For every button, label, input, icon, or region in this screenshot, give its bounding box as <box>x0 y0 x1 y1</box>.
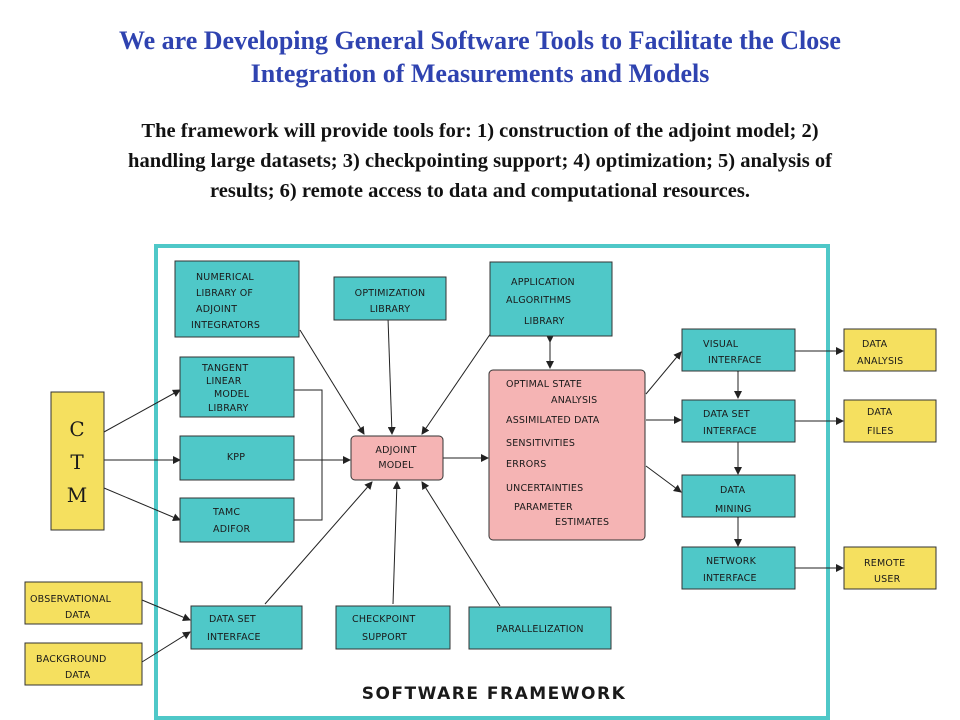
checkpoint-support-box: CHECKPOINT SUPPORT <box>335 605 451 650</box>
title-line-1: We are Developing General Software Tools… <box>119 26 841 55</box>
optimal-state-box: OPTIMAL STATE ANALYSIS ASSIMILATED DATA … <box>488 369 646 541</box>
box-label: ADJOINT <box>196 304 237 315</box>
box-label: BACKGROUND <box>36 654 107 665</box>
box-label: ERRORS <box>506 459 547 470</box>
box-label: APPLICATION <box>511 277 575 288</box>
optimization-library-box: OPTIMIZATION LIBRARY <box>333 276 447 321</box>
subtitle-line-1: The framework will provide tools for: 1)… <box>141 120 819 142</box>
adjoint-model-box: ADJOINT MODEL <box>350 435 444 481</box>
box-label: MODEL <box>378 460 414 471</box>
box-label: PARAMETER <box>514 502 573 513</box>
box-label: PARALLELIZATION <box>496 624 583 635</box>
box-label: DATA <box>65 610 91 621</box>
box-label: UNCERTAINTIES <box>506 483 583 494</box>
box-label: VISUAL <box>703 339 739 350</box>
box-label: SENSITIVITIES <box>506 438 575 449</box>
page-subtitle: The framework will provide tools for: 1)… <box>20 116 940 206</box>
box-label: KPP <box>227 452 245 463</box>
page-title: We are Developing General Software Tools… <box>20 24 940 90</box>
tangent-linear-box: TANGENT LINEAR MODEL LIBRARY <box>179 356 295 418</box>
application-library-box: APPLICATION ALGORITHMS LIBRARY <box>489 261 613 337</box>
connector-lines <box>103 317 844 663</box>
data-set-interface-right-box: DATA SET INTERFACE <box>681 399 796 443</box>
data-set-interface-bottom-box: DATA SET INTERFACE <box>190 605 303 650</box>
box-label: LIBRARY <box>370 304 411 315</box>
ctm-box: C T M <box>50 391 105 531</box>
box-label: DATA <box>65 670 91 681</box>
box-label: ESTIMATES <box>555 517 609 528</box>
box-label: LIBRARY <box>208 403 249 414</box>
box-label: NETWORK <box>706 556 757 567</box>
box-label: ADIFOR <box>213 524 251 535</box>
numerical-library-box: NUMERICAL LIBRARY OF ADJOINT INTEGRATORS <box>174 260 300 338</box>
box-label: TAMC <box>212 507 240 518</box>
box-label: ANALYSIS <box>551 395 597 406</box>
box-label: DATA SET <box>703 409 750 420</box>
box-label: OPTIMAL STATE <box>506 379 582 390</box>
data-mining-box: DATA MINING <box>681 474 796 518</box>
box-label: DATA <box>862 339 888 350</box>
box-label: INTERFACE <box>708 355 762 366</box>
remote-user-box: REMOTE USER <box>843 546 937 590</box>
box-label: LIBRARY <box>524 316 565 327</box>
ctm-letter-m: M <box>67 483 87 507</box>
box-label: LINEAR <box>206 376 242 387</box>
subtitle-line-2: handling large datasets; 3) checkpointin… <box>128 150 832 172</box>
data-files-box: DATA FILES <box>843 399 937 443</box>
box-label: USER <box>874 574 901 585</box>
box-label: DATA SET <box>209 614 256 625</box>
tamc-adifor-box: TAMC ADIFOR <box>179 497 295 543</box>
visual-interface-box: VISUAL INTERFACE <box>681 328 796 372</box>
box-label: MINING <box>715 504 752 515</box>
box-label: DATA <box>867 407 893 418</box>
background-data-box: BACKGROUND DATA <box>24 642 143 686</box>
kpp-box: KPP <box>179 435 295 481</box>
box-label: REMOTE <box>864 558 905 569</box>
box-label: ADJOINT <box>375 445 416 456</box>
box-label: DATA <box>720 485 746 496</box>
box-label: CHECKPOINT <box>352 614 416 625</box>
network-interface-box: NETWORK INTERFACE <box>681 546 796 590</box>
box-label: INTEGRATORS <box>191 320 260 331</box>
framework-label: SOFTWARE FRAMEWORK <box>362 684 627 704</box>
subtitle-line-3: results; 6) remote access to data and co… <box>210 180 750 202</box>
box-label: ANALYSIS <box>857 356 903 367</box>
title-line-2: Integration of Measurements and Models <box>250 59 710 88</box>
box-label: NUMERICAL <box>196 272 254 283</box>
box-label: SUPPORT <box>362 632 407 643</box>
box-label: ASSIMILATED DATA <box>506 415 600 426</box>
box-label: INTERFACE <box>207 632 261 643</box>
data-analysis-box: DATA ANALYSIS <box>843 328 937 372</box>
box-label: FILES <box>867 426 894 437</box>
box-label: OBSERVATIONAL <box>30 594 112 605</box>
box-label: OPTIMIZATION <box>355 288 426 299</box>
parallelization-box: PARALLELIZATION <box>468 606 612 650</box>
observational-data-box: OBSERVATIONAL DATA <box>24 581 143 625</box>
ctm-letter-t: T <box>70 450 84 474</box>
ctm-letter-c: C <box>69 417 84 441</box>
box-label: INTERFACE <box>703 573 757 584</box>
box-label: LIBRARY OF <box>196 288 253 299</box>
box-label: TANGENT <box>201 363 248 374</box>
box-label: ALGORITHMS <box>506 295 571 306</box>
box-label: MODEL <box>214 389 250 400</box>
box-label: INTERFACE <box>703 426 757 437</box>
